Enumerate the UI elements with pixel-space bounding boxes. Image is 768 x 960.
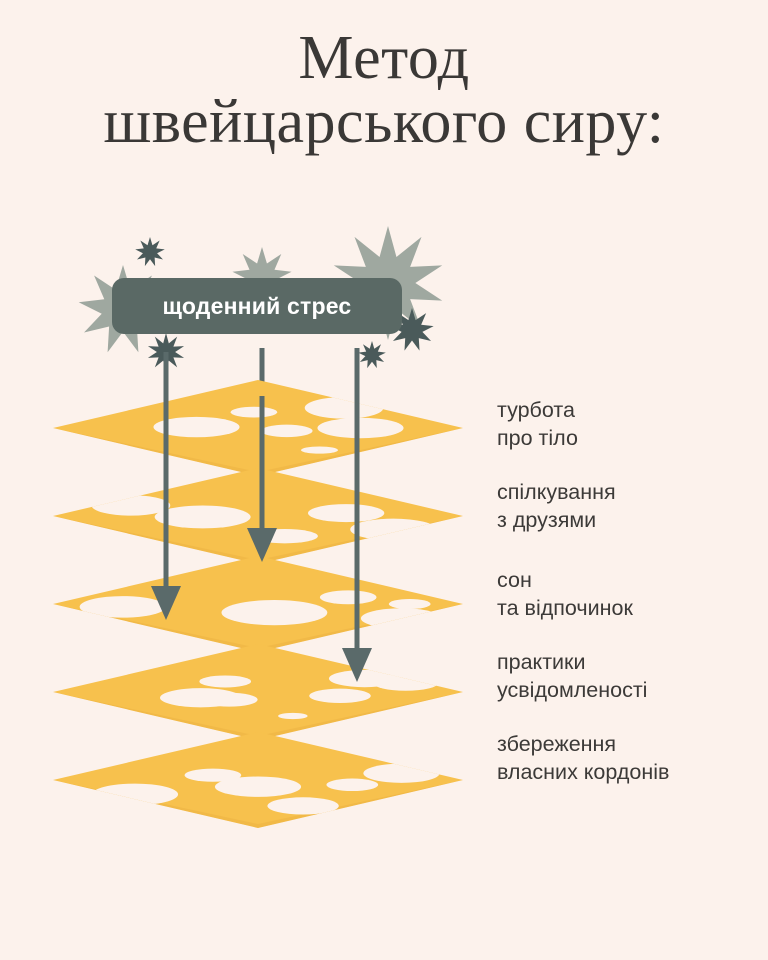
label-mindfulness: практики усвідомленості	[497, 648, 647, 705]
cheese-layer-1-hole	[153, 416, 240, 438]
cheese-layer-2	[53, 468, 463, 564]
cheese-layer-1-hole	[301, 446, 338, 454]
cheese-layer-5-hole	[184, 768, 242, 782]
cheese-layer-4-hole	[372, 674, 439, 691]
cheese-layer-4	[53, 644, 463, 740]
arrow-middle-shaft	[259, 396, 265, 528]
cheese-layer-1-hole	[304, 397, 384, 419]
label-mindfulness-line: практики	[497, 650, 586, 674]
cheese-layer-1-hole	[260, 424, 313, 438]
cheese-layer-1-hole	[230, 406, 278, 418]
label-boundaries-line: власних кордонів	[497, 760, 670, 785]
cheese-layer-2-hole	[154, 505, 251, 529]
label-mindfulness-line: усвідомленості	[497, 678, 648, 703]
page-title: Метод швейцарського сиру:	[0, 26, 768, 155]
title-line-1: Метод	[298, 24, 470, 92]
cheese-layer-5-hole	[267, 797, 339, 815]
label-friends-line: спілкування	[497, 480, 616, 504]
label-sleep: сон та відпочинок	[497, 566, 633, 623]
label-friends-line: з друзями	[497, 508, 597, 533]
label-body-care-line: про тіло	[497, 426, 578, 451]
arrow-left-head	[151, 586, 181, 620]
cheese-layer-5-hole	[363, 763, 440, 783]
cheese-layer-1	[53, 380, 463, 476]
arrow-left-shaft	[163, 396, 169, 586]
cheese-layer-3-hole	[360, 608, 443, 629]
burst-large-mid-top	[232, 247, 292, 306]
arrow-middle-shaft-top	[259, 348, 265, 396]
cheese-layer-3-hole	[319, 590, 377, 605]
cheese-layer-3	[53, 556, 463, 652]
cheese-layer-2-hole	[308, 504, 385, 523]
arrow-right-head	[342, 648, 372, 682]
title-line-2: швейцарського сиру:	[103, 88, 665, 157]
cheese-layer-2-hole	[350, 518, 437, 541]
arrow-middle-head	[247, 528, 277, 562]
cheese-layer-3-hole	[79, 596, 166, 618]
label-friends: спілкування з друзями	[497, 478, 616, 535]
arrow-left-shaft-top	[163, 352, 169, 396]
cheese-layer-5-hole	[91, 783, 179, 806]
cheese-layer-5-hole	[326, 778, 379, 792]
cheese-layer-4-body	[53, 644, 463, 740]
arrow-right-shaft-top	[354, 348, 360, 396]
cheese-layer-1-hole	[317, 417, 404, 439]
stress-badge-label: щоденний стрес	[162, 292, 352, 319]
label-boundaries: збереження власних кордонів	[497, 730, 669, 787]
arrow-right-shaft	[354, 396, 360, 648]
cheese-layer-3-hole	[221, 600, 328, 626]
cheese-layer-5	[53, 732, 463, 828]
cheese-layer-4-hole	[309, 688, 371, 704]
cheese-layer-4-hole	[199, 675, 252, 688]
cheese-layer-4-hole	[278, 712, 308, 720]
label-boundaries-line: збереження	[497, 732, 617, 756]
label-body-care-line: турбота	[497, 398, 575, 422]
cheese-layer-3-hole	[388, 598, 431, 610]
cheese-layer-2-hole	[91, 495, 171, 516]
label-body-care: турбота про тіло	[497, 396, 578, 453]
cheese-layer-4-hole	[201, 692, 258, 707]
label-sleep-line: та відпочинок	[497, 596, 633, 621]
label-list: турбота про тіло спілкування з друзями сон та…	[497, 0, 768, 960]
stress-badge[interactable]: щоденний стрес	[112, 278, 402, 334]
label-sleep-line: сон	[497, 568, 532, 592]
cheese-layer-5-hole	[214, 776, 302, 797]
burst-small-top-left	[135, 237, 165, 267]
burst-small-right-lower	[358, 341, 386, 369]
